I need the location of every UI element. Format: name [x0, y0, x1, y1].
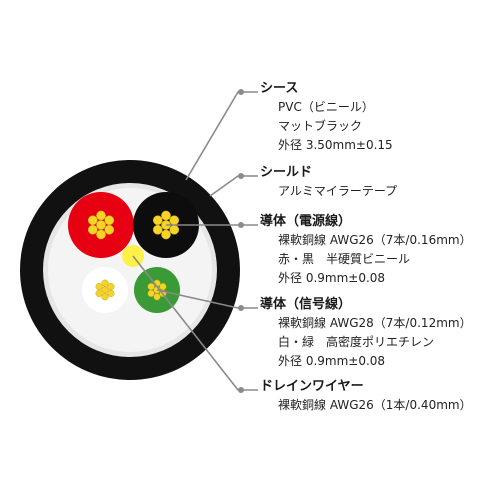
copper-strand	[96, 220, 106, 230]
shield-material: アルミマイラーテープ	[278, 184, 398, 198]
white-copper-strands	[95, 279, 115, 301]
signal-conductor-wire: 裸軟銅線 AWG28（7本/0.12mm）	[278, 316, 472, 330]
black-copper-strands	[152, 210, 180, 240]
copper-strand	[147, 289, 155, 297]
leader-shield	[209, 175, 258, 197]
sheath-diameter: 外径 3.50mm±0.15	[278, 138, 393, 152]
copper-strand	[161, 229, 171, 240]
copper-strand	[87, 215, 98, 226]
shield-title: シールド	[260, 165, 313, 180]
copper-strand	[96, 210, 106, 221]
drain-wire-material: 裸軟銅線 AWG26（1本/0.40mm）	[278, 398, 472, 412]
copper-strand	[107, 289, 115, 297]
copper-strand	[169, 215, 180, 226]
leader-dot-shield	[238, 173, 244, 179]
power-conductor-spec: 導体（電源線） 裸軟銅線 AWG26（7本/0.16mm） 赤・黒 半硬質ビニー…	[260, 213, 496, 288]
leader-dot-signal	[238, 305, 244, 311]
conductor-white	[82, 267, 128, 313]
power-conductor-wire: 裸軟銅線 AWG26（7本/0.16mm）	[278, 233, 472, 247]
shield-spec: シールド アルミマイラーテープ	[260, 164, 496, 201]
leader-dots	[238, 89, 244, 393]
copper-strand	[104, 224, 115, 235]
copper-strand	[101, 293, 109, 301]
copper-strand	[87, 224, 98, 235]
drain-wire-title: ドレインワイヤー	[260, 379, 364, 394]
copper-strand	[107, 283, 115, 291]
copper-strand	[101, 286, 109, 294]
power-conductor-title: 導体（電源線）	[260, 214, 352, 229]
red-copper-strands	[87, 210, 115, 240]
copper-strand	[159, 283, 167, 291]
signal-conductor-spec: 導体（信号線） 裸軟銅線 AWG28（7本/0.12mm） 白・緑 高密度ポリエ…	[260, 296, 496, 371]
signal-conductor-diameter: 外径 0.9mm±0.08	[278, 354, 386, 368]
sheath-finish: マットブラック	[278, 119, 363, 133]
signal-conductor-title: 導体（信号線）	[260, 297, 352, 312]
copper-strand	[95, 289, 103, 297]
sheath-spec: シース PVC（ビニール） マットブラック 外径 3.50mm±0.15	[260, 80, 496, 155]
leader-dot-power	[238, 222, 244, 228]
copper-strand	[153, 293, 161, 301]
copper-strand	[95, 283, 103, 291]
signal-conductor-insulation: 白・緑 高密度ポリエチレン	[278, 335, 435, 349]
copper-strand	[104, 215, 115, 226]
leader-dot-sheath	[238, 89, 244, 95]
copper-strand	[161, 210, 171, 221]
copper-strand	[152, 215, 163, 226]
sheath-material: PVC（ビニール）	[278, 100, 374, 114]
copper-strand	[101, 279, 109, 287]
drain-wire-spec: ドレインワイヤー 裸軟銅線 AWG26（1本/0.40mm）	[260, 378, 496, 415]
sheath-title: シース	[260, 81, 299, 96]
power-conductor-insulation: 赤・黒 半硬質ビニール	[278, 252, 411, 266]
drain-wire	[122, 245, 144, 267]
copper-strand	[147, 283, 155, 291]
power-conductor-diameter: 外径 0.9mm±0.08	[278, 271, 386, 285]
copper-strand	[96, 229, 106, 240]
leader-dot-drain	[238, 387, 244, 393]
copper-strand	[169, 224, 180, 235]
copper-strand	[152, 224, 163, 235]
leader-sheath	[185, 91, 258, 181]
conductor-red	[68, 192, 134, 258]
